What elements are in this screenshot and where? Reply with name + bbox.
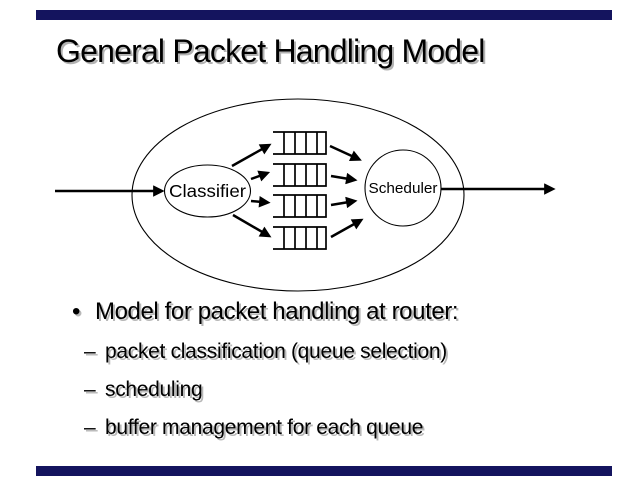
- queue-row-1: [273, 131, 327, 155]
- bullet-main-marker: •: [72, 298, 81, 325]
- bullet-sub-2-text: scheduling: [105, 378, 203, 401]
- queue-row-2: [273, 163, 327, 187]
- classifier-label: Classifier: [169, 181, 246, 201]
- bullet-sub-1-text: packet classification (queue selection): [105, 340, 447, 363]
- bullet-sub-1: – packet classification (queue selection…: [84, 340, 447, 364]
- classifier-ellipse: [163, 164, 252, 218]
- bullet-sub-2-marker: –: [84, 378, 96, 401]
- router-boundary-ellipse: [131, 98, 465, 292]
- top-accent-bar: [36, 10, 612, 20]
- bottom-accent-bar: [36, 466, 612, 476]
- bullet-sub-3-marker: –: [84, 416, 96, 439]
- queue-to-scheduler-arrows: [329, 144, 364, 239]
- scheduler-label: Scheduler: [369, 181, 438, 197]
- bullet-sub-1-marker: –: [84, 340, 96, 363]
- bullet-main-text: Model for packet handling at router:: [95, 298, 459, 325]
- bullet-sub-3: – buffer management for each queue: [84, 416, 423, 440]
- queue-row-3: [273, 194, 327, 218]
- queue-row-4: [273, 226, 327, 250]
- slide-title: General Packet Handling Model: [56, 33, 485, 69]
- bullet-sub-2: – scheduling: [84, 378, 203, 402]
- bullet-sub-3-text: buffer management for each queue: [105, 416, 424, 439]
- bullet-main: • Model for packet handling at router:: [72, 298, 459, 326]
- classifier-to-queue-arrows: [231, 143, 272, 238]
